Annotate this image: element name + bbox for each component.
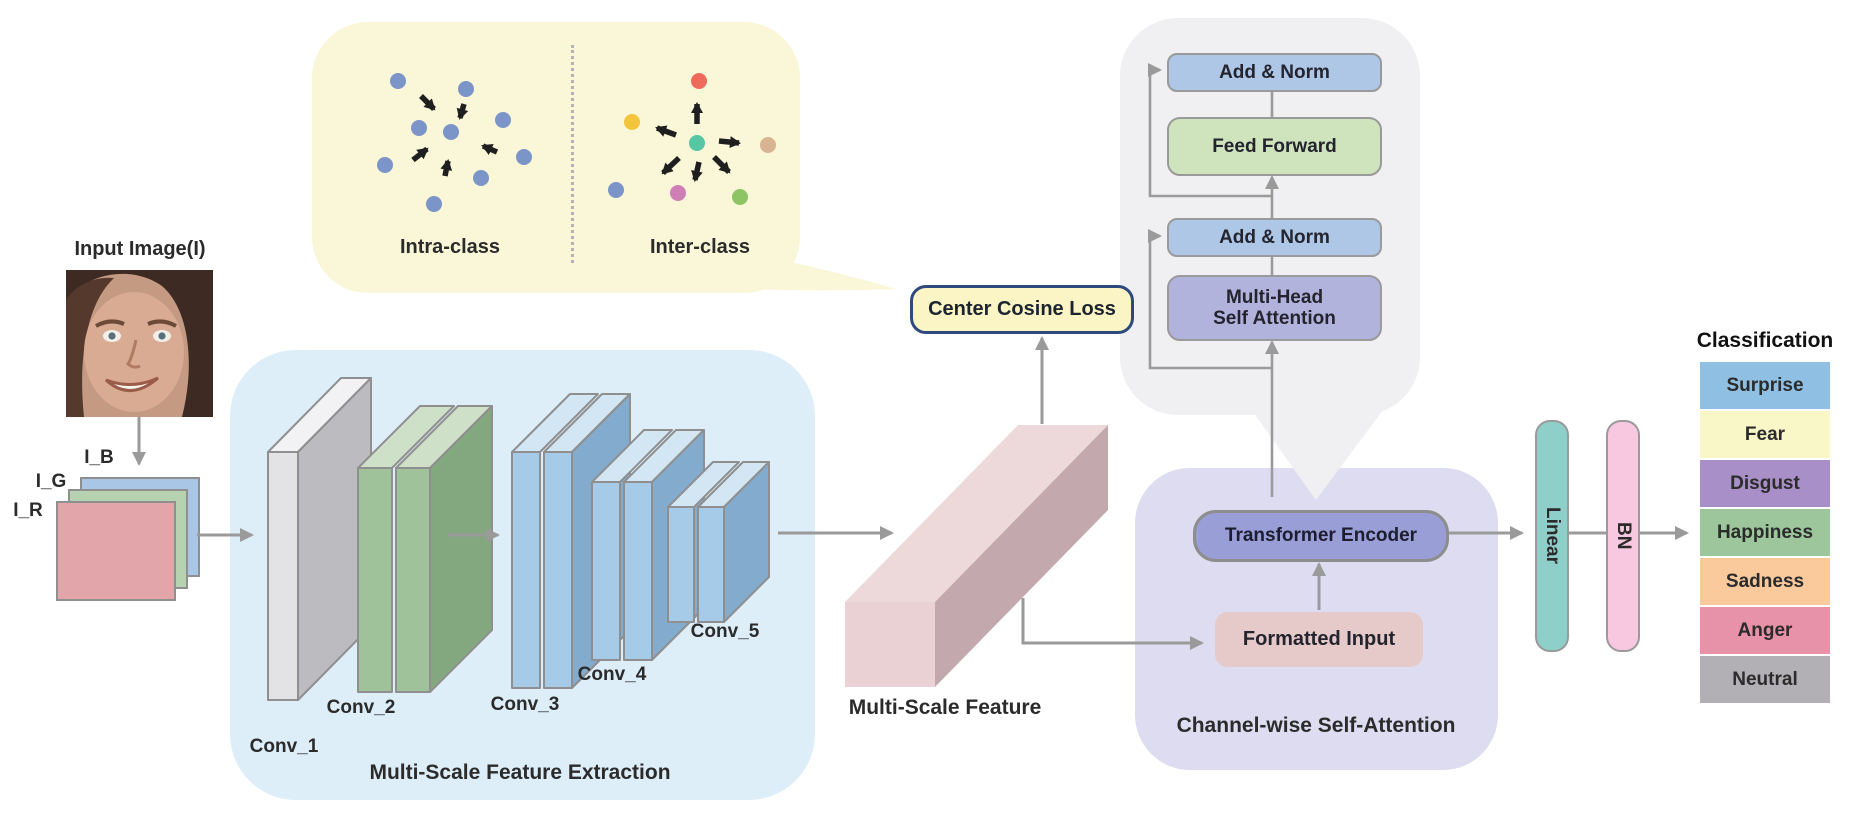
class-row-anger: Anger bbox=[1700, 607, 1830, 654]
yellow-bubble-tail bbox=[612, 232, 896, 291]
conv1-slab bbox=[267, 377, 372, 701]
arrow-feature-to-formatted-input bbox=[1021, 598, 1204, 650]
gray-bubble-tail bbox=[1243, 398, 1392, 500]
conv4-label: Conv_4 bbox=[577, 664, 647, 686]
conv3-label: Conv_3 bbox=[490, 694, 560, 716]
feed-forward-block: Feed Forward bbox=[1167, 117, 1382, 176]
channel-attention-title: Channel-wise Self-Attention bbox=[1176, 714, 1456, 738]
classification-title: Classification bbox=[1696, 329, 1834, 353]
mhsa-line2: Self Attention bbox=[1213, 308, 1336, 329]
conv2-slabs bbox=[357, 405, 493, 693]
multi-scale-feature-bar bbox=[845, 425, 1108, 687]
class-row-surprise: Surprise bbox=[1700, 362, 1830, 409]
residual-mhsa bbox=[1148, 229, 1272, 370]
input-face-photo bbox=[66, 270, 213, 417]
center-cosine-loss-badge: Center Cosine Loss bbox=[910, 285, 1134, 334]
conv2-label: Conv_2 bbox=[326, 697, 396, 719]
linear-bar: Linear bbox=[1535, 420, 1569, 652]
intra-class-label: Intra-class bbox=[399, 235, 501, 258]
class-row-neutral: Neutral bbox=[1700, 656, 1830, 703]
channel-label-ir: I_R bbox=[13, 500, 43, 522]
extraction-title: Multi-Scale Feature Extraction bbox=[369, 761, 671, 785]
inter-class-label: Inter-class bbox=[649, 235, 751, 258]
mhsa-line1: Multi-Head bbox=[1225, 286, 1324, 308]
channel-label-ib: I_B bbox=[84, 447, 114, 469]
class-row-sadness: Sadness bbox=[1700, 558, 1830, 605]
multi-scale-feature-label: Multi-Scale Feature bbox=[848, 696, 1042, 720]
channel-square-red bbox=[56, 501, 176, 601]
conv5-label: Conv_5 bbox=[690, 621, 760, 643]
add-norm-top-block: Add & Norm bbox=[1167, 53, 1382, 92]
intra-class-scatter bbox=[377, 73, 532, 212]
class-row-disgust: Disgust bbox=[1700, 460, 1830, 507]
input-image-title: Input Image(I) bbox=[74, 237, 206, 260]
class-row-happiness: Happiness bbox=[1700, 509, 1830, 556]
residual-ff bbox=[1148, 63, 1272, 198]
bn-label: BN bbox=[1613, 522, 1634, 550]
class-row-fear: Fear bbox=[1700, 411, 1830, 458]
bn-bar: BN bbox=[1606, 420, 1640, 652]
transformer-encoder-pill: Transformer Encoder bbox=[1193, 510, 1449, 562]
conv5-slabs bbox=[667, 461, 770, 623]
linear-label: Linear bbox=[1542, 507, 1563, 565]
formatted-input-block: Formatted Input bbox=[1215, 612, 1423, 667]
intra-inter-divider bbox=[571, 45, 574, 263]
multi-head-self-attention-block: Multi-Head Self Attention bbox=[1167, 275, 1382, 341]
conv1-label: Conv_1 bbox=[249, 736, 319, 758]
inter-class-scatter bbox=[608, 73, 776, 205]
add-norm-bottom-block: Add & Norm bbox=[1167, 218, 1382, 257]
channel-label-ig: I_G bbox=[35, 471, 67, 493]
